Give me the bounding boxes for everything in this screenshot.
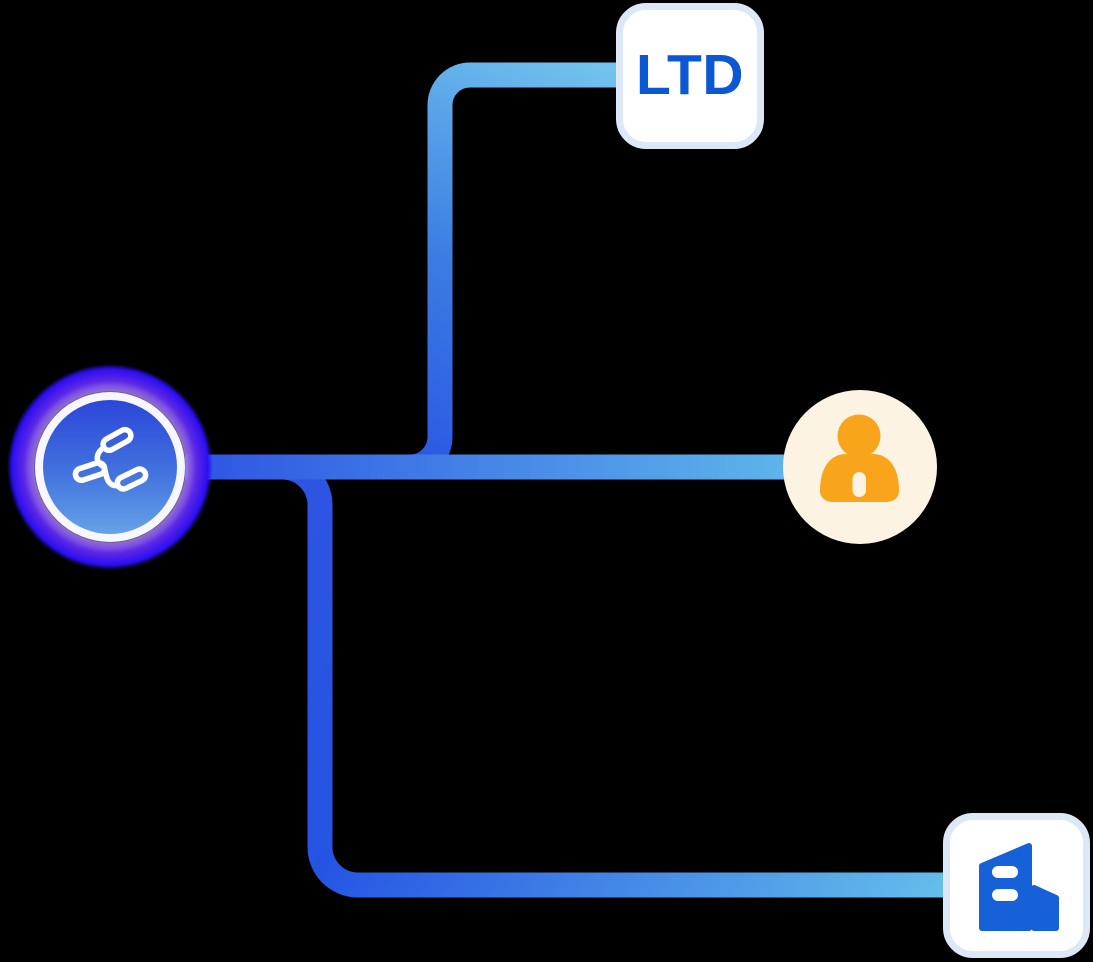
building-icon bbox=[979, 843, 1059, 931]
root-node[interactable] bbox=[0, 357, 220, 577]
share-network-icon bbox=[72, 426, 149, 492]
node-ltd[interactable]: LTD bbox=[616, 3, 764, 149]
connector-to-ltd bbox=[188, 62, 620, 480]
ltd-label: LTD bbox=[635, 42, 745, 107]
root-node-core bbox=[43, 400, 177, 534]
node-building[interactable] bbox=[943, 813, 1090, 958]
node-person[interactable] bbox=[783, 390, 937, 544]
person-icon bbox=[820, 414, 899, 502]
